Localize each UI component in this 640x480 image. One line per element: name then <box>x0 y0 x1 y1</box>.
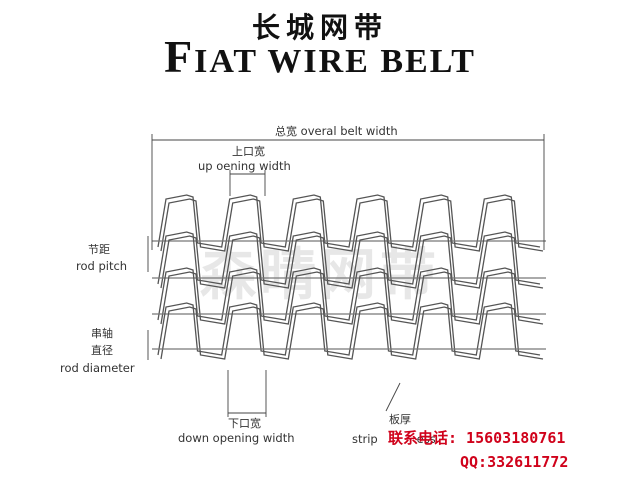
up-opening-cn: 上口宽 <box>232 145 265 158</box>
belt-wire-layer <box>157 231 541 285</box>
strip-thickness-en: strip thickness <box>352 432 436 446</box>
contact-phone: 联系电话: 15603180761 <box>388 429 566 447</box>
belt-wire-layer <box>160 271 544 325</box>
title-rest: IAT WIRE BELT <box>194 43 476 80</box>
overall-width-label: 总宽 overal belt width <box>275 124 398 138</box>
belt-wire-layer <box>160 198 544 252</box>
down-opening-cn: 下口宽 <box>228 417 261 430</box>
belt-wire-layer <box>160 235 544 289</box>
belt-wire-layer <box>157 302 541 356</box>
down-opening-en: down opening width <box>178 431 295 445</box>
rod-diameter-cn1: 串轴 <box>91 327 113 340</box>
rod-pitch-cn: 节距 <box>88 243 110 256</box>
belt-wire-layer <box>160 306 544 360</box>
english-title: FIAT WIRE BELT <box>0 34 640 80</box>
watermark: 森晴网带 <box>200 243 440 308</box>
strip-thickness-leader <box>385 382 401 412</box>
title-initial: F <box>164 31 195 82</box>
contact-qq: QQ:332611772 <box>460 453 569 471</box>
strip-thickness-cn: 板厚 <box>389 413 411 426</box>
belt-layers <box>152 194 546 360</box>
up-opening-en: up oening width <box>198 159 291 173</box>
dimension-lines <box>147 134 545 417</box>
rod-pitch-en: rod pitch <box>76 259 128 273</box>
belt-wire-layer <box>157 194 541 248</box>
belt-wire-layer <box>157 267 541 321</box>
rod-diameter-cn2: 直径 <box>91 344 113 357</box>
rod-diameter-en: rod diameter <box>60 361 135 375</box>
chinese-title: 长城网带 <box>251 11 388 44</box>
